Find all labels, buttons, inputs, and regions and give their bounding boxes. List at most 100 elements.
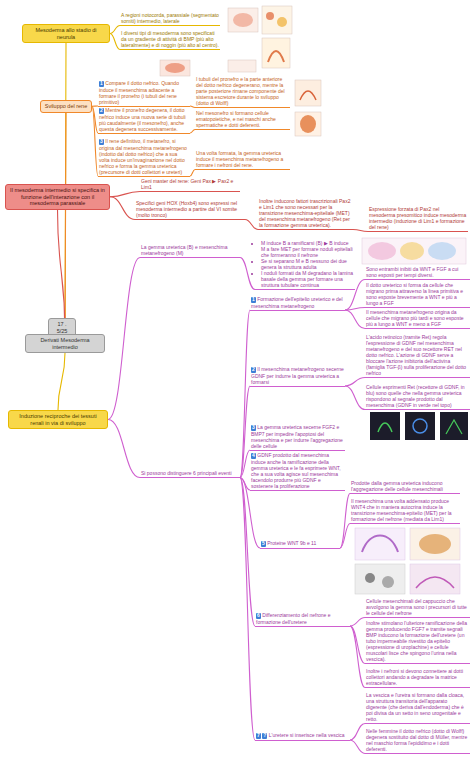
branch-topic: Cellule esprimenti Ret (recettore di GDN…	[365, 384, 470, 410]
branch-topic: 1Compare il dotto nefrico. Quando induce…	[98, 80, 190, 107]
topic-box: Il mesoderma intermedio si specifica in …	[5, 184, 110, 210]
illustration	[160, 60, 321, 136]
branch-line	[190, 170, 195, 177]
branch-line	[350, 740, 365, 754]
branch-topic: Specifici geni HOX (Hoxb4) sono espressi…	[135, 200, 245, 220]
topic-text: Il mesoderma intermedio si specifica in …	[10, 187, 105, 206]
step-number: 7	[256, 733, 261, 739]
branch-topic: Nelle femmine il dotto nefrico (dotto di…	[365, 728, 470, 754]
topic-text: Geni master del rene: Geni Pax ▶ Pax2 e …	[141, 178, 233, 190]
topic-text: I tubuli del pronefro e la parte anterio…	[196, 76, 285, 106]
branch-line	[350, 626, 365, 688]
illustration	[228, 6, 292, 72]
branch-topic: Prodotte dalla gemma ureterica inducono …	[350, 480, 460, 494]
branch-line	[350, 724, 365, 741]
branch-topic: L'acido retinoico (tramite Ret) regola l…	[365, 334, 470, 378]
step-number: 3	[251, 425, 256, 431]
branch-line	[340, 494, 350, 549]
branch-topic: Una volta formata, la gemma ureterica in…	[195, 150, 290, 170]
topic-text: L'acido retinoico (tramite Ret) regola l…	[366, 334, 466, 376]
branch-topic: Cellule mesenchimali del cappuccio che a…	[365, 598, 470, 618]
branch-line	[240, 310, 250, 478]
topic-text: Inoltre inducono fattori trascrizionali …	[259, 198, 350, 228]
step-number: 1	[251, 297, 256, 303]
branch-line	[108, 258, 140, 420]
branch-topic: 3Il rene definitivo, il metanefro, si or…	[98, 138, 190, 177]
step-number: 2	[251, 367, 256, 373]
branch-line	[110, 197, 135, 220]
step-number: 3	[99, 139, 104, 145]
branch-topic: Espressione forzata di Pax2 nel mesoderm…	[368, 206, 468, 232]
topic-text: Il rene definitivo, il metanefro, si ori…	[99, 138, 187, 175]
bullet-text: M induce B a ramificarsi (B) ▶ B induce …	[261, 240, 354, 258]
topic-text: La gemma ureterica (B) e mesenchima meta…	[141, 244, 227, 256]
branch-topic: Il mesenchima metanefrogeno origina da c…	[365, 309, 470, 329]
topic-text: Differenziamento del nefrone e formazion…	[256, 612, 331, 625]
branch-line	[240, 450, 250, 478]
topic-text: Specifici geni HOX (Hoxb4) sono espressi…	[136, 200, 237, 218]
topic-text: Il mesenchima metanefrogeno secerne GDNF…	[251, 366, 344, 385]
step-number: 5	[261, 541, 266, 547]
topic-text: Nel mesonefro si formano cellule ematopo…	[196, 110, 276, 128]
branch-topic: I tubuli del pronefro e la parte anterio…	[195, 76, 290, 108]
topic-text: Sono entrambi inibiti da WNT e FGF a cui…	[366, 266, 458, 278]
topic-text: Inoltre i nefroni si devono connettere a…	[366, 668, 463, 686]
branch-line	[240, 386, 250, 478]
branch-topic: 6Differenziamento del nefrone e formazio…	[255, 612, 350, 627]
branch-topic: La vescica e l'uretra si formano dalla c…	[365, 692, 470, 724]
topic-text: Il mesenchima una volta addensato produc…	[351, 498, 452, 522]
topic-box: Derivati Mesoderma intermedio	[25, 334, 105, 353]
step-number: 6	[256, 613, 261, 619]
branch-line	[110, 34, 120, 50]
topic-text: A regioni notocorda, parassiale (segment…	[121, 12, 219, 24]
branch-line	[58, 210, 66, 335]
branch-topic: I diversi tipi di mesoderma sono specifi…	[120, 30, 220, 50]
branch-topic: M induce B a ramificarsi (B) ▶ B induce …	[255, 240, 355, 290]
topic-text: Prodotte dalla gemma ureterica inducono …	[351, 480, 443, 492]
topic-text: Formazione dell'epitelio ureterico e del…	[251, 296, 343, 309]
branch-topic: Inoltre stimolano l'ulteriore ramificazi…	[365, 620, 470, 664]
branch-topic: Geni master del rene: Geni Pax ▶ Pax2 e …	[140, 178, 240, 192]
branch-topic: 2Il mesenchima metanefrogeno secerne GDN…	[250, 366, 345, 387]
branch-line	[345, 310, 365, 329]
branch-line	[340, 524, 350, 549]
branch-topic: 3La gemma ureterica secerne FGF2 e BMP7 …	[250, 424, 345, 451]
topic-text: Espressione forzata di Pax2 nel mesoderm…	[369, 206, 466, 230]
illustration	[362, 238, 466, 264]
bullet-text: Se si separano M e B nessuno dei due gen…	[261, 258, 354, 270]
topic-text: La gemma ureterica secerne FGF2 e BMP7 p…	[251, 424, 343, 449]
topic-text: GDNF prodotto dal mesenchima induce anch…	[251, 452, 341, 489]
topic-text: Mesoderma allo stadio di neurula	[35, 27, 96, 40]
branch-line	[240, 258, 255, 290]
topic-text: La vescica e l'uretra si formano dalla c…	[366, 692, 464, 722]
branch-line	[245, 220, 258, 230]
step-number: 1	[99, 81, 104, 87]
branch-topic: A regioni notocorda, parassiale (segment…	[120, 12, 220, 26]
branch-line	[58, 353, 65, 410]
topic-text: Si possono distinguere 6 principali even…	[141, 470, 232, 476]
branch-topic: Inoltre inducono fattori trascrizionali …	[258, 198, 353, 230]
step-number: 2	[99, 108, 104, 114]
topic-text: Cellule mesenchimali del cappuccio che a…	[366, 598, 467, 616]
topic-text: I diversi tipi di mesoderma sono specifi…	[121, 30, 219, 48]
branch-topic: 5Proteine WNT 9b e 11	[260, 540, 340, 549]
branch-topic: Il dotto ureterico si forma da cellule c…	[365, 282, 470, 308]
topic-box: Mesoderma allo stadio di neurula	[22, 24, 110, 43]
topic-text: Induzione reciproche dei tessuti renali …	[19, 413, 96, 426]
illustration	[370, 412, 468, 440]
branch-line	[353, 230, 368, 232]
branch-topic: 7?L'uretere si inserisce nella vescica	[255, 732, 350, 741]
topic-text: Sviluppo del rene	[45, 103, 88, 109]
branch-topic: 4GDNF prodotto dal mesenchima induce anc…	[250, 452, 345, 491]
topic-text: Una volta formata, la gemma ureterica in…	[196, 150, 283, 168]
topic-text: L'uretere si inserisce nella vescica	[269, 732, 345, 738]
topic-text: Il mesenchima metanefrogeno origina da c…	[366, 309, 464, 327]
branch-line	[110, 26, 120, 34]
topic-text: Mentre il pronefro degenera, il dotto ne…	[99, 107, 186, 132]
topic-text: Cellule esprimenti Ret (recettore di GDN…	[366, 384, 465, 408]
branch-topic: Il mesenchima una volta addensato produc…	[350, 498, 460, 524]
branch-topic: 2Mentre il pronefro degenera, il dotto n…	[98, 107, 190, 134]
branch-line	[345, 378, 365, 387]
illustration	[355, 528, 460, 594]
